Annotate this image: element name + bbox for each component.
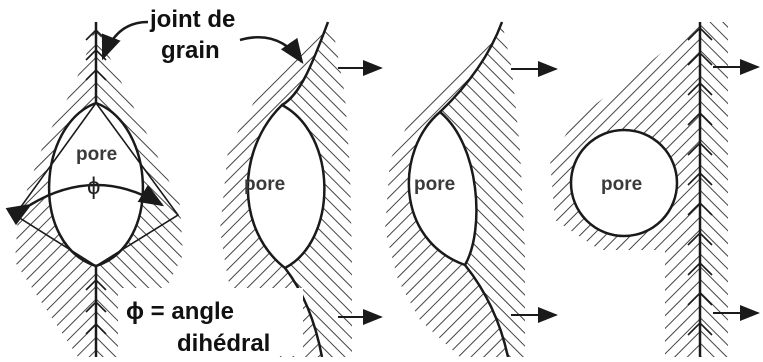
boundary-label-line2: grain <box>161 37 220 64</box>
pore-label: pore <box>244 174 285 195</box>
boundary-label-line1: joint de <box>149 6 235 33</box>
hatch-right-grain <box>700 22 728 357</box>
pore-label: pore <box>76 144 117 165</box>
pore-label: pore <box>601 174 642 195</box>
pore-label: pore <box>414 174 455 195</box>
panel-4: pore <box>550 22 758 357</box>
caption-line2: dihédral <box>177 330 270 357</box>
panel-3: pore <box>385 22 556 357</box>
boundary-label-group: joint de grain <box>103 6 302 64</box>
caption-line1: ϕ = angle <box>126 298 234 325</box>
boundary-pointer-left <box>103 22 148 58</box>
dihedral-caption: ϕ = angle dihédral <box>118 288 303 357</box>
phi-symbol: ϕ <box>87 173 100 200</box>
